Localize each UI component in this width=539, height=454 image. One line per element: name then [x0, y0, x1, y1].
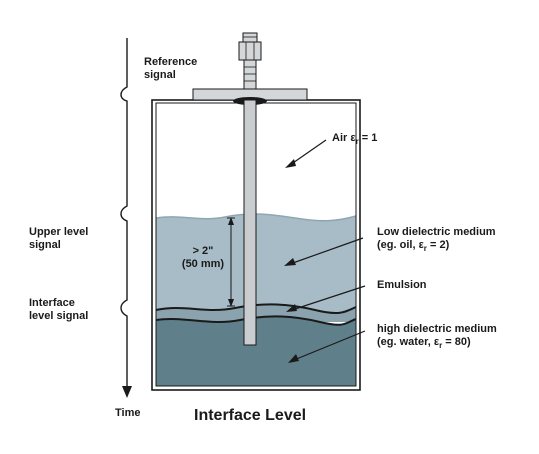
dimension-arrow-bottom — [228, 299, 234, 307]
time-axis — [120, 38, 132, 398]
fitting-stem — [243, 59, 257, 90]
upper-level-signal-label-line1: Upper level — [29, 226, 89, 238]
low-dielectric-label-line2: (eg. oil, εr = 2) — [377, 239, 496, 255]
high-dielectric-leader-arrowhead — [288, 354, 299, 363]
epsilon-subscript: r — [423, 244, 427, 254]
emulsion-bottom-line — [155, 315, 357, 326]
epsilon-symbol: ε — [418, 239, 424, 251]
upper-level-signal-label: Upper level signal — [29, 226, 88, 252]
emulsion-leader-arrowhead — [286, 304, 297, 312]
dimension-label: > 2" (50 mm) — [180, 245, 226, 271]
low-dielectric-label-line1: Low dielectric medium — [377, 226, 496, 238]
interface-level-signal-label: Interface level signal — [29, 297, 88, 323]
reference-signal-label: Reference signal — [144, 56, 197, 82]
dimension-label-line1: > 2" — [192, 245, 214, 257]
dimension-label-line2: (50 mm) — [181, 258, 225, 270]
dimension-arrow-top — [228, 217, 234, 225]
high-dielectric-value: = 80) — [442, 336, 471, 348]
interface-level-signal-label-line1: Interface — [29, 297, 75, 309]
epsilon-symbol: ε — [433, 336, 440, 348]
air-label-value: = 1 — [358, 132, 378, 144]
air-leader-arrowhead — [285, 159, 296, 168]
low-dielectric-value: = 2) — [426, 239, 450, 251]
reference-signal-label-line2: signal — [144, 69, 176, 81]
low-dielectric-prefix: (eg. oil, — [377, 239, 419, 251]
leader-arrows — [284, 139, 366, 363]
interface-level-signal-label-line2: level signal — [29, 310, 89, 322]
time-label: Time — [115, 407, 141, 419]
emulsion-leader-line — [291, 285, 366, 311]
epsilon-subscript: r — [439, 341, 443, 351]
high-dielectric-layer — [156, 316, 356, 386]
low-dielectric-leader-arrowhead — [284, 258, 296, 266]
high-dielectric-prefix: (eg. water, — [377, 336, 434, 348]
reference-signal-label-line1: Reference — [144, 56, 198, 68]
epsilon-symbol: ε — [350, 132, 356, 144]
hex-nut — [238, 41, 262, 61]
low-dielectric-label: Low dielectric medium (eg. oil, εr = 2) — [377, 226, 496, 255]
upper-level-signal-label-line2: signal — [29, 239, 61, 251]
high-dielectric-label-line2: (eg. water, εr = 80) — [377, 336, 497, 352]
dimension-marker — [227, 217, 235, 307]
air-label-text: Air — [332, 132, 351, 144]
epsilon-subscript: r — [355, 137, 359, 147]
diagram-title: Interface Level — [194, 407, 307, 424]
probe-rod — [243, 99, 257, 346]
high-dielectric-label: high dielectric medium (eg. water, εr = … — [377, 323, 497, 352]
emulsion-top-line — [155, 303, 357, 315]
high-dielectric-label-line1: high dielectric medium — [377, 323, 497, 335]
air-label: Air εr = 1 — [332, 132, 377, 148]
low-dielectric-leader-line — [289, 237, 364, 265]
emulsion-label: Emulsion — [377, 279, 427, 291]
connector-top — [242, 32, 258, 43]
time-arrowhead — [122, 386, 132, 398]
high-dielectric-leader-line — [293, 330, 366, 361]
time-axis-line — [120, 38, 128, 388]
air-leader-line — [289, 139, 327, 166]
